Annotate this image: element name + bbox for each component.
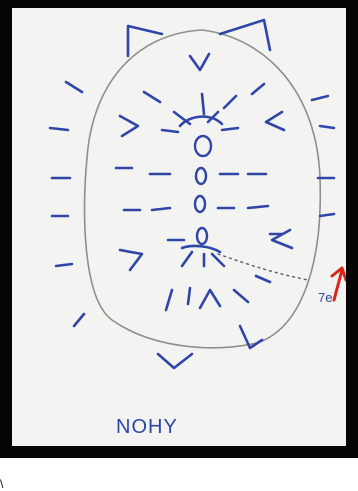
left-chevron xyxy=(120,116,138,136)
outer-dash xyxy=(56,264,72,266)
lower-fan-stroke xyxy=(182,252,192,266)
outer-dash xyxy=(66,82,82,92)
lower-stroke xyxy=(234,290,248,302)
photo-frame: 7e NOHY xyxy=(0,0,358,458)
lower-stroke xyxy=(166,290,172,310)
inner-dash xyxy=(152,208,170,210)
outer-dash xyxy=(320,214,334,216)
lower-stroke xyxy=(256,276,270,282)
hand-drawing xyxy=(12,8,346,446)
top-v-mark xyxy=(190,54,209,70)
outer-dash xyxy=(312,96,328,100)
right-chevron xyxy=(266,112,284,130)
bottom-handwritten-label: NOHY xyxy=(116,416,178,439)
dotted-pointer-line xyxy=(218,254,308,280)
upper-fan-stroke xyxy=(222,128,238,130)
corner-mark: \ xyxy=(0,478,3,490)
lower-stroke xyxy=(188,288,190,304)
inner-dash xyxy=(144,92,160,102)
lower-fan-stroke xyxy=(212,254,224,266)
left-chevron xyxy=(120,250,142,270)
body-segment xyxy=(196,168,206,184)
outer-dash xyxy=(74,314,84,326)
lower-caret xyxy=(200,290,220,308)
inner-dash xyxy=(162,130,178,132)
body-segment xyxy=(197,228,207,244)
body-segment xyxy=(195,196,205,212)
upper-fan-stroke xyxy=(202,94,204,114)
side-annotation-label: 7e xyxy=(318,290,332,305)
pencil-oval-outline xyxy=(85,30,321,348)
outer-dash xyxy=(50,128,68,130)
inner-dash xyxy=(224,96,236,108)
lower-fan xyxy=(182,246,220,252)
body-segment xyxy=(195,136,211,156)
outer-dash xyxy=(320,126,334,128)
bottom-v-mark xyxy=(158,354,192,368)
paper-sheet: 7e NOHY xyxy=(12,8,346,446)
inner-dash xyxy=(252,84,264,94)
inner-dash xyxy=(248,206,268,208)
